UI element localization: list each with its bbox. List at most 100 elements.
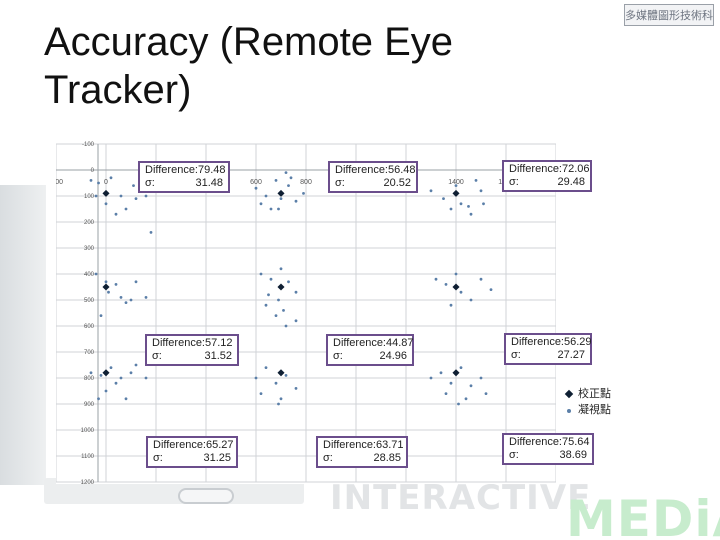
gaze-point	[444, 283, 448, 286]
gaze-point	[449, 303, 453, 307]
gaze-point	[449, 207, 453, 211]
y-tick-label: 900	[84, 402, 95, 408]
calibration-point	[452, 189, 460, 197]
difference-value: 79.48	[198, 164, 226, 176]
gaze-point	[439, 371, 443, 375]
gaze-point	[144, 296, 148, 299]
x-tick-label: 0	[104, 179, 108, 186]
y-tick-label: 1000	[81, 428, 95, 434]
sigma-label: σ:	[333, 350, 343, 362]
gaze-point	[442, 197, 445, 200]
gaze-point	[89, 179, 93, 182]
gaze-point	[104, 280, 108, 284]
watermark-media: MEDiA	[566, 490, 720, 540]
sigma-value: 29.48	[557, 176, 585, 188]
gaze-point	[289, 176, 293, 180]
sigma-label: σ:	[145, 177, 155, 189]
sigma-label: σ:	[323, 452, 333, 464]
difference-value: 56.29	[564, 336, 592, 348]
gaze-point	[284, 324, 288, 328]
gaze-point	[264, 303, 268, 307]
gaze-point	[114, 381, 118, 385]
legend-label: 校正點	[578, 387, 611, 400]
difference-label: Difference:	[509, 436, 562, 448]
gaze-point	[294, 199, 298, 203]
stat-box: Difference:79.48 σ: 31.48	[138, 161, 230, 193]
sigma-value: 31.52	[204, 350, 232, 362]
difference-label: Difference:	[335, 164, 388, 176]
gaze-point	[267, 293, 270, 297]
gaze-point	[274, 179, 278, 182]
gaze-point	[89, 371, 93, 375]
sigma-label: σ:	[509, 449, 519, 461]
gaze-point	[489, 288, 493, 291]
gaze-point	[132, 184, 135, 187]
gaze-point	[114, 212, 118, 216]
gaze-point	[282, 309, 285, 312]
gaze-point	[254, 376, 258, 380]
gaze-point	[134, 197, 138, 200]
gaze-point	[259, 272, 263, 276]
stat-box: Difference:56.48 σ:20.52	[328, 161, 418, 193]
difference-label: Difference:	[511, 336, 564, 348]
gaze-point	[124, 207, 128, 211]
gaze-point	[474, 179, 478, 182]
gaze-point	[104, 389, 108, 393]
difference-label: Difference:	[152, 337, 205, 349]
stat-box: Difference:75.64 σ:38.69	[502, 433, 594, 465]
gaze-point	[99, 374, 103, 377]
sigma-label: σ:	[152, 350, 162, 362]
y-tick-label: 700	[84, 350, 95, 356]
gaze-point	[277, 298, 280, 302]
gaze-point	[479, 277, 483, 281]
stat-box: Difference:65.27 σ:31.25	[146, 436, 238, 468]
y-tick-label: 0	[91, 168, 95, 174]
gaze-point	[274, 314, 278, 317]
gaze-point	[457, 402, 460, 406]
gaze-point	[134, 280, 138, 284]
diamond-marker-icon	[564, 389, 574, 399]
gaze-point	[129, 298, 133, 302]
x-tick-label: -200	[56, 179, 63, 186]
difference-value: 75.64	[562, 436, 590, 448]
gaze-point	[269, 277, 273, 281]
stat-box: Difference:57.12 σ: 31.52	[145, 334, 239, 366]
gaze-point	[119, 376, 123, 380]
legend: 校正點 凝視點	[564, 386, 611, 418]
gaze-point	[107, 290, 110, 294]
gaze-point	[469, 298, 473, 302]
gaze-point	[459, 366, 463, 369]
difference-label: Difference:	[509, 163, 562, 175]
gaze-point	[464, 397, 468, 401]
gaze-point	[479, 189, 483, 193]
gaze-point	[124, 301, 128, 304]
legend-label: 凝視點	[578, 403, 611, 416]
y-tick-label: 800	[84, 376, 95, 382]
calibration-point	[277, 283, 285, 291]
gaze-point	[479, 376, 483, 380]
gaze-point	[269, 207, 273, 211]
sigma-value: 31.48	[195, 177, 223, 189]
decor-panel	[0, 185, 46, 485]
x-tick-label: 600	[250, 179, 262, 186]
gaze-point	[429, 189, 433, 193]
gaze-point	[294, 290, 298, 294]
sigma-value: 27.27	[557, 349, 585, 361]
x-tick-label: 1400	[448, 179, 464, 186]
stat-box: Difference:63.71 σ:28.85	[316, 436, 408, 468]
gaze-point	[459, 202, 463, 206]
gaze-point	[294, 319, 298, 323]
difference-value: 57.12	[205, 337, 233, 349]
gaze-point	[94, 272, 98, 276]
gaze-point	[109, 176, 113, 180]
calibration-point	[452, 283, 460, 291]
sigma-value: 20.52	[383, 177, 411, 189]
legend-item-calibration: 校正點	[564, 386, 611, 402]
gaze-point	[287, 184, 290, 187]
difference-label: Difference:	[145, 164, 198, 176]
difference-value: 44.87	[386, 337, 414, 349]
gaze-point	[429, 376, 433, 380]
gaze-point	[459, 290, 463, 294]
gaze-point	[254, 186, 258, 190]
gaze-point	[149, 231, 153, 234]
